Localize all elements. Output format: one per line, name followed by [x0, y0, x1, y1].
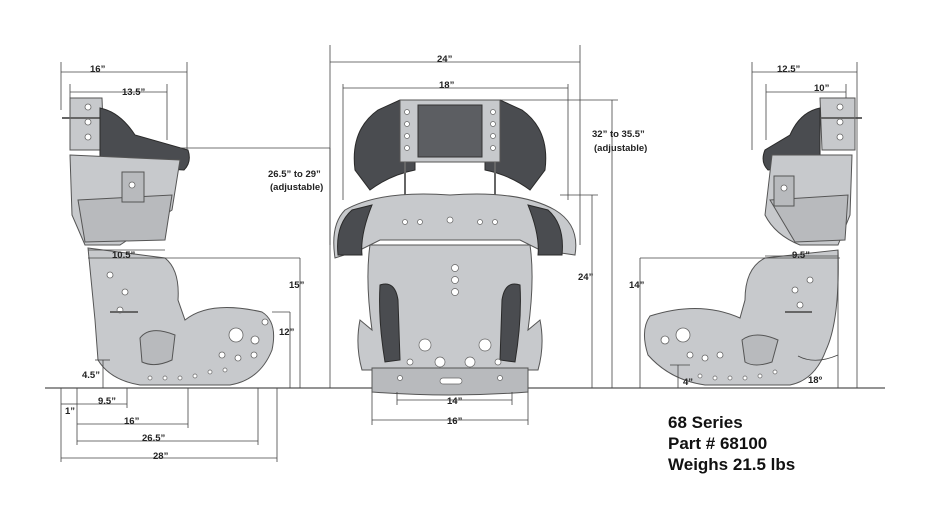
front-base-16-label: 16”: [447, 416, 463, 427]
left-height-12-label: 12”: [279, 327, 295, 338]
front-headrest-width-label: 18”: [439, 80, 455, 91]
left-height-45-label: 4.5”: [82, 370, 100, 381]
right-seat-depth-label: 9.5”: [792, 250, 810, 261]
left-top-width-label: 16”: [90, 64, 106, 75]
left-seat-depth-label: 10.5”: [112, 250, 135, 261]
left-len-16-label: 16”: [124, 416, 140, 427]
left-seat-side-view: [62, 97, 275, 386]
front-height-note-label: (adjustable): [594, 143, 647, 154]
part-number-label: Part # 68100: [668, 434, 768, 453]
front-height-range-label: 32” to 35.5”: [592, 129, 645, 140]
front-base-14-label: 14”: [447, 396, 463, 407]
front-seat-view: [333, 99, 577, 396]
right-top-width-label: 12.5”: [777, 64, 800, 75]
right-height-14-label: 14”: [629, 280, 645, 291]
weight-label: Weighs 21.5 lbs: [668, 455, 796, 474]
left-offset-1-label: 1”: [65, 406, 75, 417]
right-seat-side-view: [644, 97, 862, 386]
series-label: 68 Series: [668, 413, 743, 432]
front-overall-width-label: 24”: [437, 54, 453, 65]
left-len-28-label: 28”: [153, 451, 169, 462]
left-height-range-label: 26.5” to 29”: [268, 169, 321, 180]
left-height-note-label: (adjustable): [270, 182, 323, 193]
left-len-265-label: 26.5”: [142, 433, 165, 444]
front-dimensions: 24” 18” 32” to 35.5” (adjustable) 24” 14…: [329, 45, 647, 427]
left-len-95-label: 9.5”: [98, 396, 116, 407]
right-height-4-label: 4”: [683, 377, 693, 388]
left-dimensions: 16” 13.5” 26.5” to 29” (adjustable) 10.5…: [60, 62, 331, 462]
left-headrest-width-label: 13.5”: [122, 87, 145, 98]
right-headrest-width-label: 10”: [814, 83, 830, 94]
front-height-24-label: 24”: [578, 272, 594, 283]
left-height-15-label: 15”: [289, 280, 305, 291]
right-dimensions: 12.5” 10” 9.5” 14” 4” 18º: [629, 62, 858, 388]
right-angle-label: 18º: [808, 375, 823, 386]
